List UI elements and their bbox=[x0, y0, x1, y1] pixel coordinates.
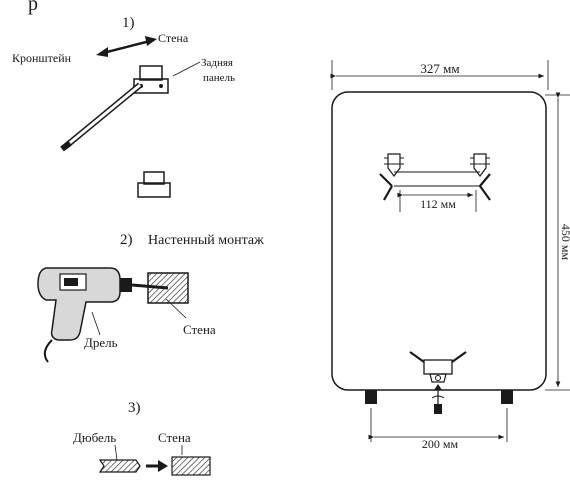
wall-block bbox=[147, 272, 189, 304]
left-foot bbox=[365, 390, 377, 404]
bracket-spacing-label: 112 мм bbox=[420, 197, 456, 211]
step-1-number: 1) bbox=[122, 15, 135, 31]
bracket-icon bbox=[137, 171, 171, 198]
wall-block bbox=[171, 456, 211, 476]
step-2-number: 2) bbox=[120, 232, 133, 248]
double-arrow-icon bbox=[96, 36, 157, 57]
height-dimension-label: 450 мм bbox=[559, 224, 570, 261]
wall-label-step1: Стена bbox=[158, 31, 189, 45]
wall-label-step2: Стена bbox=[183, 322, 216, 337]
bracket-icon bbox=[470, 153, 491, 201]
wall-mount-title: Настенный монтаж bbox=[148, 233, 264, 248]
drill-icon bbox=[37, 267, 169, 363]
bracket-label: Кронштейн bbox=[12, 51, 72, 65]
dowel-icon bbox=[98, 459, 141, 473]
header-fragment: р bbox=[28, 0, 38, 15]
back-panel-label-line1: Задняя bbox=[201, 57, 233, 69]
drill-label: Дрель bbox=[84, 335, 118, 350]
heater-body bbox=[331, 91, 547, 391]
wall-label-step3: Стена bbox=[158, 430, 191, 445]
step-3-number: 3) bbox=[128, 400, 141, 416]
feet-spacing-label: 200 мм bbox=[422, 437, 459, 451]
screwdriver-icon bbox=[60, 82, 142, 152]
right-arrow-icon bbox=[146, 460, 168, 472]
bracket-icon bbox=[133, 65, 169, 94]
back-panel-label-line2: панель bbox=[203, 72, 235, 84]
width-dimension-label: 327 мм bbox=[420, 61, 459, 76]
right-foot bbox=[501, 390, 513, 404]
bracket-icon bbox=[379, 153, 404, 201]
dowel-label: Дюбель bbox=[73, 430, 116, 445]
bracket-icon bbox=[409, 351, 467, 383]
screw-icon bbox=[431, 384, 445, 414]
